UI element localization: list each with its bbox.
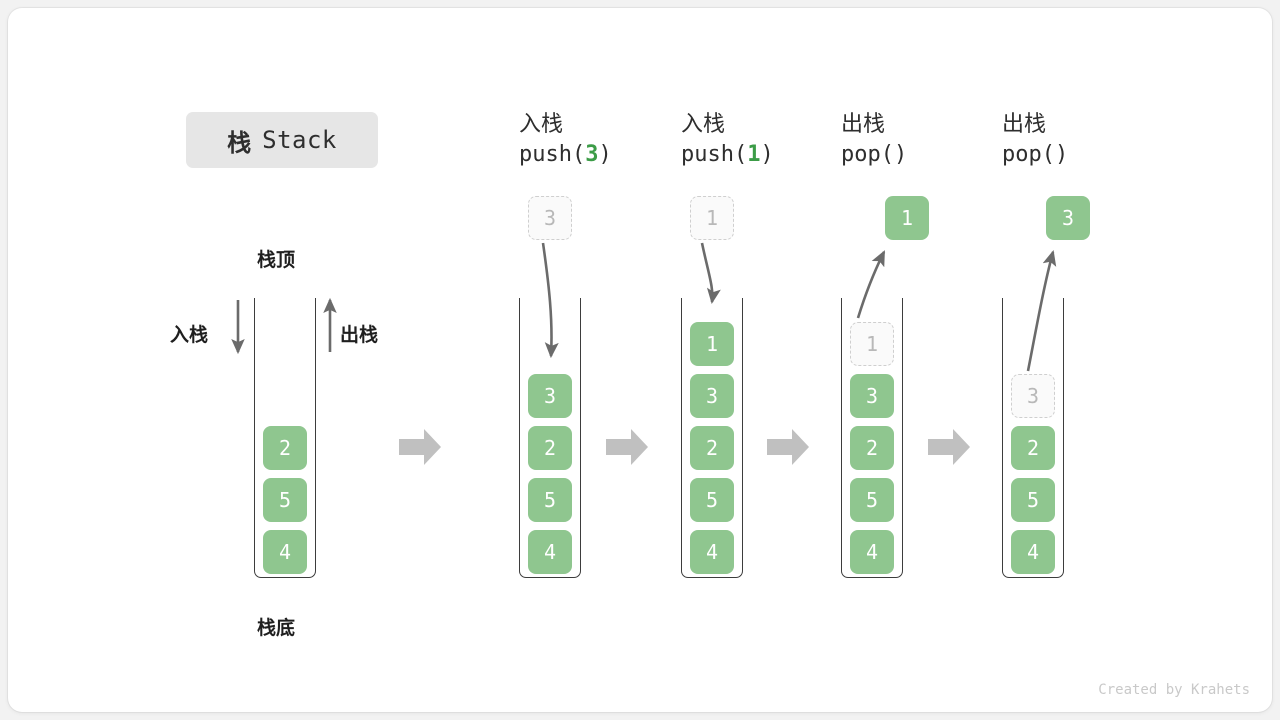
stack-cell: 2 <box>690 426 734 470</box>
code-close-paren: ) <box>598 142 612 168</box>
column-header-code: pop() <box>1002 139 1068 170</box>
stack-cell: 5 <box>1011 478 1055 522</box>
stack-container-pop-3 <box>1002 298 1064 578</box>
code-argument: 3 <box>585 142 599 168</box>
label-push-side: 入栈 <box>170 325 209 346</box>
column-header-pop-3: 出栈 pop() <box>1002 108 1068 170</box>
column-header-code: push(1) <box>681 139 774 170</box>
stack-container-initial <box>254 298 316 578</box>
code-close-paren: ) <box>760 142 774 168</box>
stack-cell: 3 <box>850 374 894 418</box>
column-header-pop-1: 出栈 pop() <box>841 108 907 170</box>
floating-element-push-1: 1 <box>690 196 734 240</box>
code-close-paren: ) <box>893 142 908 168</box>
stack-container-push-1 <box>681 298 743 578</box>
step-arrow-2 <box>605 428 649 466</box>
column-header-push-3: 入栈 push(3) <box>519 108 612 170</box>
diagram-title-badge: 栈 Stack <box>186 112 378 168</box>
label-stack-bottom: 栈底 <box>257 618 296 639</box>
code-fn-name: pop( <box>841 142 894 168</box>
column-header-label: 入栈 <box>519 111 564 136</box>
stack-container-pop-1 <box>841 298 903 578</box>
stack-cell: 5 <box>690 478 734 522</box>
stack-cell: 2 <box>1011 426 1055 470</box>
stack-cell: 4 <box>1011 530 1055 574</box>
step-arrow-3 <box>766 428 810 466</box>
code-fn-name: push( <box>519 142 586 168</box>
step-arrow-1 <box>398 428 442 466</box>
column-header-code: pop() <box>841 139 907 170</box>
floating-element-pop-1: 1 <box>885 196 929 240</box>
column-header-label: 出栈 <box>841 111 886 136</box>
floating-element-pop-3: 3 <box>1046 196 1090 240</box>
stack-container-push-3 <box>519 298 581 578</box>
title-chinese: 栈 <box>227 129 252 157</box>
stack-cell: 2 <box>263 426 307 470</box>
stack-cell: 4 <box>263 530 307 574</box>
stack-cell: 3 <box>528 374 572 418</box>
column-header-code: push(3) <box>519 139 612 170</box>
stack-cell: 5 <box>850 478 894 522</box>
stack-cell: 1 <box>690 322 734 366</box>
stack-cell: 4 <box>690 530 734 574</box>
code-close-paren: ) <box>1054 142 1069 168</box>
stack-cell: 5 <box>528 478 572 522</box>
label-pop-side: 出栈 <box>340 325 379 346</box>
column-header-label: 入栈 <box>681 111 726 136</box>
code-fn-name: pop( <box>1002 142 1055 168</box>
column-header-push-1: 入栈 push(1) <box>681 108 774 170</box>
code-argument: 1 <box>747 142 761 168</box>
stack-cell: 4 <box>528 530 572 574</box>
stack-cell: 2 <box>528 426 572 470</box>
stack-cell: 5 <box>263 478 307 522</box>
step-arrow-4 <box>927 428 971 466</box>
stack-cell: 4 <box>850 530 894 574</box>
stack-cell: 3 <box>690 374 734 418</box>
title-english: Stack <box>262 126 337 154</box>
code-fn-name: push( <box>681 142 748 168</box>
stack-cell: 1 <box>850 322 894 366</box>
floating-element-push-3: 3 <box>528 196 572 240</box>
stack-cell: 3 <box>1011 374 1055 418</box>
stack-cell: 2 <box>850 426 894 470</box>
credit-text: Created by Krahets <box>1098 682 1250 698</box>
column-header-label: 出栈 <box>1002 111 1047 136</box>
label-stack-top: 栈顶 <box>257 250 296 271</box>
